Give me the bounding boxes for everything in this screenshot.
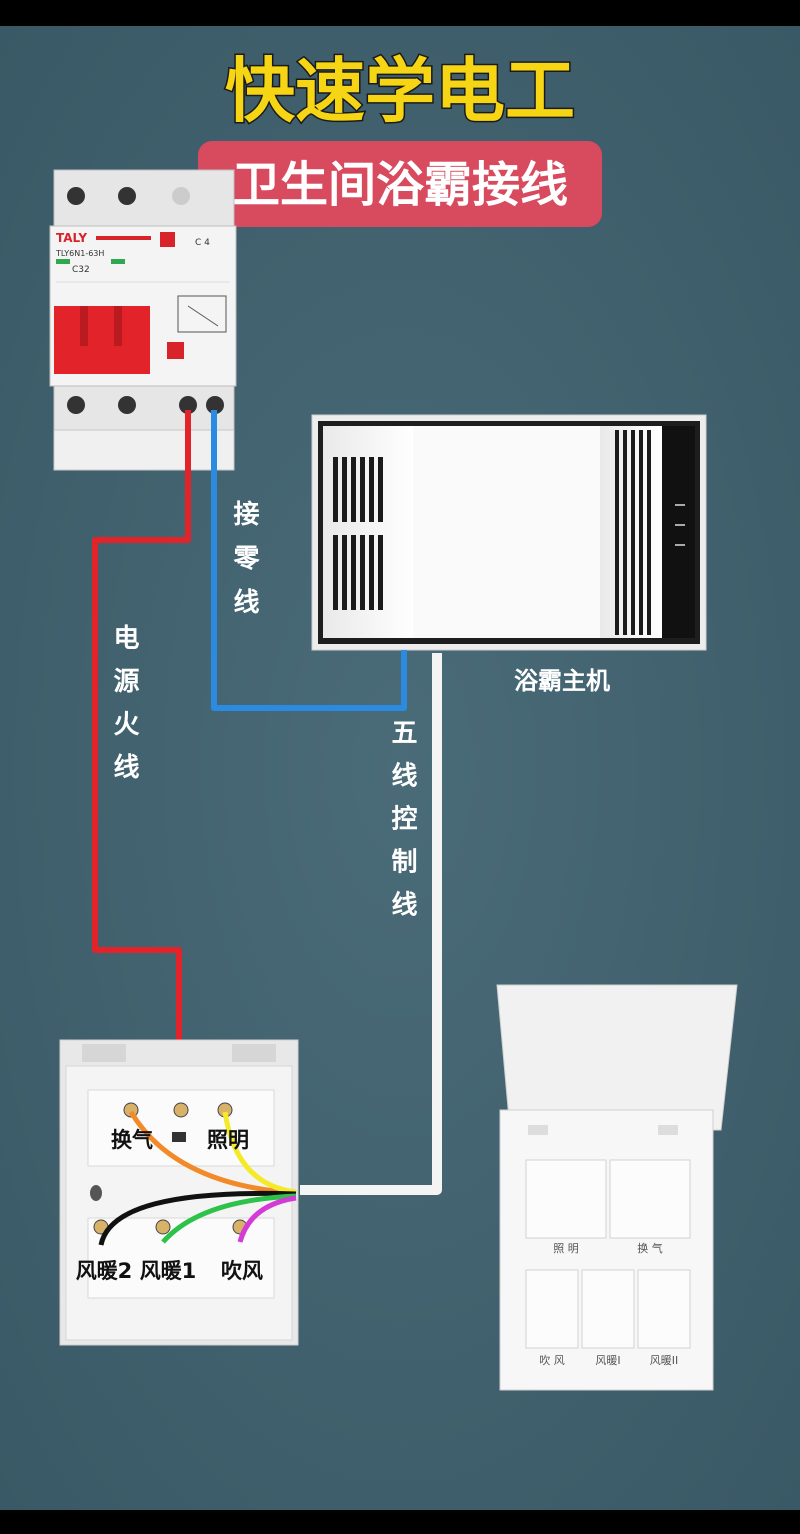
- terminal-label-light: 照明: [207, 1128, 249, 1152]
- wire-vent-orange: [128, 1110, 297, 1196]
- panel-label-blow: 吹 风: [539, 1354, 565, 1367]
- unit-indicator-icon: [675, 504, 685, 546]
- vent-grille-left: [333, 457, 383, 610]
- breaker-screw: [67, 187, 85, 205]
- breaker-screw: [118, 396, 136, 414]
- breaker-output-neutral: [206, 396, 224, 414]
- wire-blow-magenta: [237, 1195, 297, 1243]
- breaker-rating: C 4: [195, 238, 210, 248]
- bath-heater-unit: [311, 414, 707, 651]
- live-wire: [92, 410, 191, 1140]
- breaker-brand: TALY: [56, 231, 87, 245]
- panel-switch-heat1[interactable]: [581, 1269, 635, 1349]
- page-title: 快速学电工: [225, 50, 575, 132]
- breaker-lever: [54, 306, 150, 374]
- terminal-label-vent: 换气: [111, 1128, 153, 1152]
- wire-heat2-black: [98, 1190, 297, 1246]
- terminal-label-heat1: 风暖1: [140, 1259, 197, 1283]
- panel-label-light: 照 明: [553, 1242, 579, 1255]
- breaker-screw: [118, 187, 136, 205]
- vent-grille-right: [615, 430, 651, 635]
- test-button: [160, 232, 175, 247]
- panel-label-heat2: 风暖II: [650, 1354, 679, 1367]
- control-wire-label: 五线控制线: [387, 719, 417, 934]
- live-wire-label: 电源火线: [109, 624, 139, 796]
- subtitle-banner: [198, 141, 602, 227]
- terminal-label-heat2: 风暖2: [76, 1259, 133, 1283]
- breaker-screw: [172, 187, 190, 205]
- terminal-screw: [173, 1102, 189, 1118]
- breaker-screw: [67, 396, 85, 414]
- heater-unit-label: 浴霸主机: [514, 667, 610, 695]
- neutral-wire: [211, 410, 407, 711]
- control-wire: [300, 653, 442, 1195]
- panel-switch-light[interactable]: [525, 1159, 607, 1239]
- switch-back-panel: [59, 1039, 299, 1346]
- panel-label-heat1: 风暖I: [595, 1354, 620, 1367]
- wire-heat1-green: [161, 1193, 297, 1244]
- subtitle: 卫生间浴霸接线: [232, 157, 568, 213]
- panel-label-vent: 换 气: [637, 1241, 663, 1255]
- terminal-label-blow: 吹风: [221, 1259, 263, 1283]
- breaker-output-live: [179, 396, 197, 414]
- terminal-screw: [155, 1219, 171, 1235]
- breaker-model: TLY6N1-63H: [55, 249, 104, 258]
- panel-switch-vent[interactable]: [609, 1159, 691, 1239]
- breaker-curve: C32: [72, 265, 90, 275]
- neutral-wire-label: 接零线: [229, 500, 259, 632]
- panel-switch-blow[interactable]: [525, 1269, 579, 1349]
- circuit-breaker: TALY C 4 TLY6N1-63H C32: [49, 169, 237, 471]
- wire-light-yellow: [222, 1111, 297, 1195]
- panel-switch-heat2[interactable]: [637, 1269, 691, 1349]
- switch-front-panel: [496, 984, 738, 1391]
